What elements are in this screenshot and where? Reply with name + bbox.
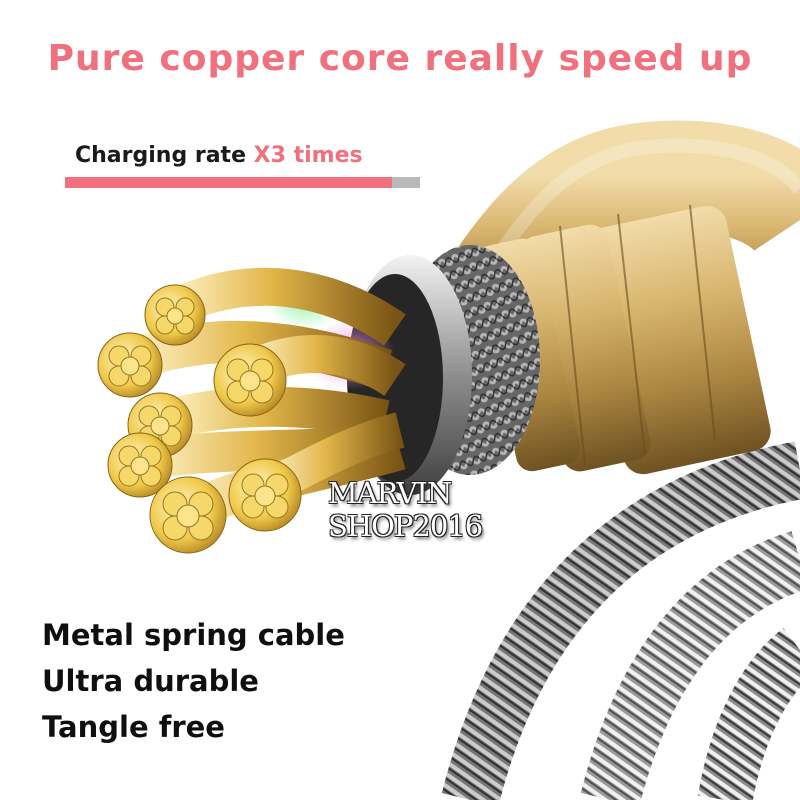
spring-cable [441,441,800,804]
feature-item: Metal spring cable [42,618,345,652]
watermark-line-2: SHOP2016 [328,509,483,543]
feature-item: Ultra durable [42,664,259,698]
charging-rate-label: Charging rate X3 times [75,143,363,168]
gold-cable-body [423,120,800,475]
watermark-line-1: MARVIN [328,476,452,510]
headline: Pure copper core really speed up [47,38,753,79]
watermark: MARVIN SHOP2016 [328,476,483,543]
charging-rate-highlight: X3 times [253,143,363,168]
strand-ends [97,284,302,554]
feature-item: Tangle free [42,710,225,744]
charging-rate-bar-fill [65,177,392,188]
feature-list: Metal spring cable Ultra durable Tangle … [42,612,345,750]
charging-rate-text: Charging rate [75,143,246,168]
charging-rate-bar [65,177,420,188]
